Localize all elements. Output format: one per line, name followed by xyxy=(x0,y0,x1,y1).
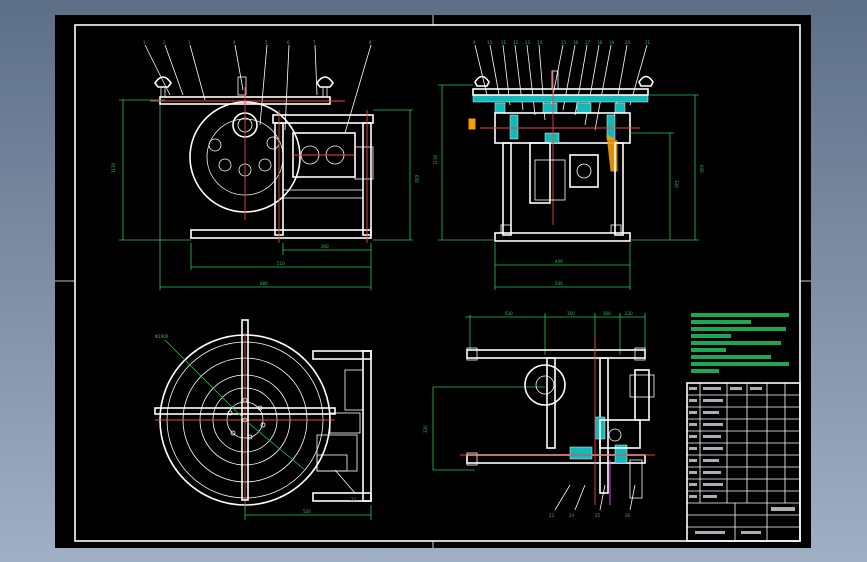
svg-text:8: 8 xyxy=(369,40,372,45)
svg-text:25: 25 xyxy=(595,513,601,518)
svg-text:630: 630 xyxy=(699,165,704,173)
front-view: 1 2 3 4 5 6 7 8 xyxy=(111,40,419,290)
sheet-frame xyxy=(55,15,811,548)
svg-text:440: 440 xyxy=(555,259,563,264)
svg-text:3: 3 xyxy=(188,40,191,45)
svg-text:12: 12 xyxy=(513,40,519,45)
svg-text:26: 26 xyxy=(625,513,631,518)
svg-text:630: 630 xyxy=(505,311,513,316)
svg-text:1130: 1130 xyxy=(433,154,438,165)
svg-text:7: 7 xyxy=(313,40,316,45)
top-view: Φ1000 22 520 xyxy=(154,319,372,520)
svg-text:1: 1 xyxy=(143,40,146,45)
svg-text:20: 20 xyxy=(625,40,631,45)
svg-text:680: 680 xyxy=(260,281,268,286)
svg-text:17: 17 xyxy=(585,40,591,45)
svg-text:510: 510 xyxy=(277,261,285,266)
title-block xyxy=(686,382,801,542)
svg-text:19: 19 xyxy=(609,40,615,45)
svg-text:330: 330 xyxy=(423,425,428,433)
svg-text:9: 9 xyxy=(473,40,476,45)
svg-text:11: 11 xyxy=(501,40,507,45)
technical-notes xyxy=(691,313,789,373)
svg-text:13: 13 xyxy=(525,40,531,45)
svg-text:630: 630 xyxy=(414,175,419,183)
svg-text:18: 18 xyxy=(597,40,603,45)
svg-text:4: 4 xyxy=(233,40,236,45)
svg-text:22: 22 xyxy=(351,497,357,502)
svg-text:300: 300 xyxy=(321,244,329,249)
svg-text:15: 15 xyxy=(561,40,567,45)
rotated-section-view: 630 350 300 230 330 23 24 25 26 xyxy=(423,311,655,518)
svg-text:540: 540 xyxy=(555,281,563,286)
svg-text:300: 300 xyxy=(603,311,611,316)
svg-text:350: 350 xyxy=(567,311,575,316)
svg-text:21: 21 xyxy=(645,40,651,45)
svg-text:24: 24 xyxy=(569,513,575,518)
side-view: 9 10 11 12 13 14 15 16 17 18 19 20 21 xyxy=(433,40,704,290)
svg-text:520: 520 xyxy=(303,509,311,514)
svg-text:23: 23 xyxy=(549,513,555,518)
svg-text:230: 230 xyxy=(625,311,633,316)
svg-text:1130: 1130 xyxy=(111,162,116,173)
svg-text:16: 16 xyxy=(573,40,579,45)
svg-text:Φ1000: Φ1000 xyxy=(155,334,169,339)
svg-text:14: 14 xyxy=(537,40,543,45)
svg-text:5: 5 xyxy=(265,40,268,45)
svg-text:330: 330 xyxy=(674,180,679,188)
svg-text:2: 2 xyxy=(163,40,166,45)
svg-text:6: 6 xyxy=(287,40,290,45)
svg-text:10: 10 xyxy=(487,40,493,45)
